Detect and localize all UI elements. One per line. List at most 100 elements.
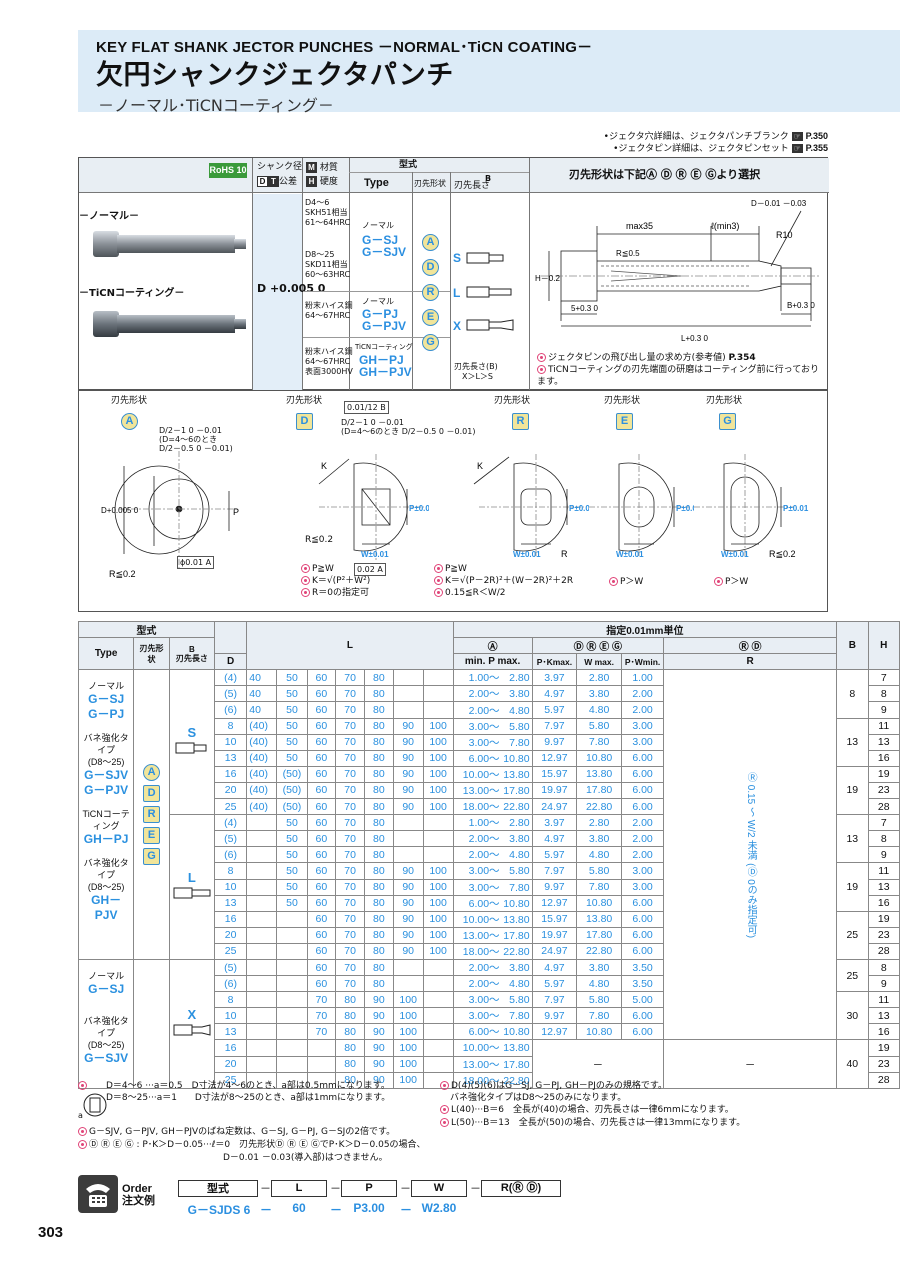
w-cell: 5.80: [576, 862, 622, 880]
l-cell: 90: [392, 862, 424, 880]
l-cell: 70: [335, 862, 365, 880]
dash-cell: －: [531, 1039, 665, 1089]
l-cell: 60: [306, 733, 337, 751]
l-cell: [276, 958, 308, 977]
l-cell: 40: [246, 685, 278, 703]
r-cell: Ⓡ 0.15 ～ W/2 未満 (Ⓓ 0のみ指定可): [663, 669, 838, 1041]
th-d-blank: [213, 620, 248, 655]
pmin: 10.00～: [462, 768, 500, 781]
l-cell: 70: [335, 701, 365, 719]
type-line: バネ強化タイプ: [83, 858, 129, 881]
l-cell: 60: [306, 926, 337, 944]
pminmax-cell: 3.00～7.80: [452, 1007, 533, 1025]
shape-g-title: 刃先形状: [706, 396, 743, 406]
l-cell: (40): [246, 765, 278, 783]
l-cell: 50: [276, 846, 308, 864]
d-cell: 10: [213, 878, 248, 896]
pminmax-cell: 18.00～22.80: [452, 1071, 533, 1089]
l-cell: 50: [276, 701, 308, 719]
pmax: 7.80: [509, 736, 530, 749]
l-cell: [422, 1039, 454, 1057]
pw-cell: 3.00: [620, 878, 665, 896]
pw-cell: 2.00: [620, 701, 665, 719]
svg-text:W±0.01: W±0.01: [616, 550, 644, 559]
pk-cell: 12.97: [531, 749, 578, 767]
pw-cell: 6.00: [620, 942, 665, 960]
l-cell: 60: [306, 669, 337, 687]
tip-l-cell: L: [168, 814, 215, 960]
pminmax-cell: 13.00～17.80: [452, 1055, 533, 1073]
b-cell: 25: [836, 958, 869, 993]
l-cell: 80: [335, 1039, 365, 1057]
pminmax-cell: 6.00～10.80: [452, 749, 533, 767]
tolerance-value: D +0.005 0: [257, 282, 326, 295]
w-cell: 3.80: [576, 685, 622, 703]
l-cell: 80: [335, 1071, 365, 1089]
l-cell: [276, 942, 308, 960]
col-type: Type: [364, 177, 389, 189]
pmin: 3.00～: [468, 736, 500, 749]
shape-d-notes: P≧W K＝√(P²＋W²) R＝0の指定可: [301, 563, 370, 599]
ref-line-2: •ジェクタピン詳細は、ジェクタピンセット: [613, 144, 789, 154]
l-cell: [422, 1007, 454, 1025]
h-cell: 19: [867, 1039, 900, 1057]
th-a: Ⓐ: [452, 637, 533, 655]
th-pw: P･Wmin.: [620, 653, 665, 671]
pk-cell: 12.97: [531, 894, 578, 912]
w-cell: 5.80: [576, 717, 622, 735]
l-cell: 90: [392, 894, 424, 912]
h-cell: 7: [867, 814, 900, 832]
w-cell: 3.80: [576, 958, 622, 977]
l-cell: [392, 701, 424, 719]
l-cell: 100: [422, 926, 454, 944]
order-dash-4: －: [470, 1182, 481, 1195]
type-line: G－SJV: [84, 1050, 129, 1065]
pminmax-cell: 18.00～22.80: [452, 942, 533, 960]
l-cell: 100: [392, 1023, 424, 1041]
l-cell: [422, 701, 454, 719]
d-cell: 8: [213, 717, 248, 735]
w-cell: 13.80: [576, 765, 622, 783]
pmax: 22.80: [503, 945, 530, 958]
h-cell: 28: [867, 942, 900, 960]
l-cell: 100: [422, 942, 454, 960]
pmax: 5.80: [509, 720, 530, 733]
l-cell: [422, 1023, 454, 1041]
l-cell: 60: [306, 958, 337, 977]
pk-cell: 9.97: [531, 733, 578, 751]
ref-page-2: P.355: [805, 143, 828, 153]
l-cell: [422, 975, 454, 993]
footnote-5: L(50)···B＝13 全長が(50)の場合、刃先長さは一律13mmになります…: [451, 1118, 746, 1128]
svg-text:W±0.01: W±0.01: [721, 550, 749, 559]
footnote-1b: D＝8～25···a＝1 D寸法が8～25のとき、a部は1mmになります。: [106, 1093, 391, 1103]
l-cell: 90: [392, 910, 424, 928]
l-cell: [392, 669, 424, 687]
d-cell: 10: [213, 1007, 248, 1025]
pmin: 3.00～: [468, 1010, 500, 1023]
shape-d-tol: 0.01/12 B: [344, 401, 389, 414]
svg-text:max35: max35: [626, 221, 653, 231]
rohs-badge: RoHS 10: [209, 163, 247, 178]
l-cell: [276, 1071, 308, 1089]
l-cell: [422, 991, 454, 1009]
l-cell: 80: [335, 991, 365, 1009]
l-cell: 80: [363, 781, 394, 800]
title-jp: 欠円シャンクジェクタパンチ: [96, 60, 454, 91]
shape-blank: [133, 958, 170, 1089]
col-hardness: H 硬度: [306, 176, 338, 188]
type-line: (D8～25): [87, 1039, 125, 1050]
order-dash-3: －: [400, 1182, 411, 1195]
